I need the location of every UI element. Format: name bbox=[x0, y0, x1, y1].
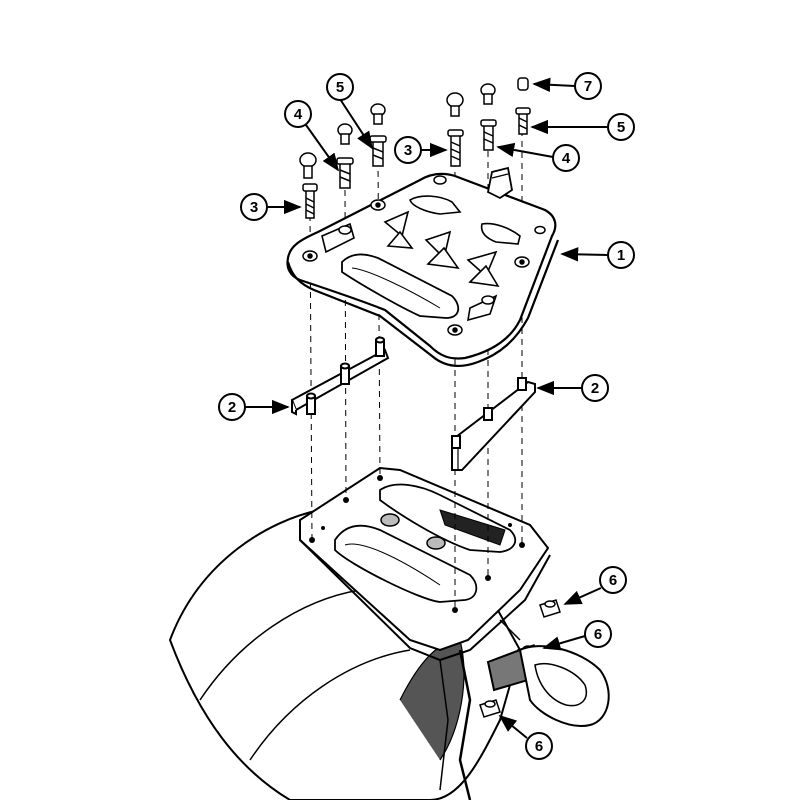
bolt-left bbox=[369, 103, 387, 167]
callout-3-center: 3 bbox=[394, 136, 448, 164]
callout-label: 4 bbox=[294, 106, 303, 123]
callout-4-right: 4 bbox=[496, 142, 580, 172]
long-bolt-center bbox=[446, 92, 464, 167]
callout-1: 1 bbox=[560, 241, 635, 269]
callout-5-right: 5 bbox=[530, 113, 635, 141]
bolt-with-washer-left bbox=[336, 123, 354, 189]
top-plate-holes bbox=[302, 175, 546, 336]
callout-label: 6 bbox=[609, 572, 617, 589]
callout-2-right: 2 bbox=[536, 374, 609, 402]
callout-label: 1 bbox=[617, 247, 625, 264]
assembly-guide-lines bbox=[309, 130, 523, 610]
long-bolt-left bbox=[302, 183, 318, 219]
turn-signal-light bbox=[486, 645, 610, 727]
bolt-with-washer-right bbox=[480, 83, 497, 151]
callout-label: 2 bbox=[591, 380, 599, 397]
callout-label: 5 bbox=[617, 119, 625, 136]
top-rack-plate bbox=[286, 166, 560, 368]
nut-lower bbox=[479, 699, 501, 718]
callout-4-left: 4 bbox=[284, 100, 340, 172]
callout-label: 2 bbox=[228, 399, 236, 416]
callout-label: 6 bbox=[594, 626, 602, 643]
callout-label: 5 bbox=[336, 79, 344, 96]
callout-6-lower: 6 bbox=[498, 714, 553, 760]
callout-5-left: 5 bbox=[326, 73, 373, 150]
callout-7: 7 bbox=[532, 72, 602, 100]
callout-label: 4 bbox=[562, 150, 571, 167]
fasteners bbox=[299, 77, 531, 219]
callout-label: 3 bbox=[250, 199, 258, 216]
callout-6-middle: 6 bbox=[542, 620, 612, 651]
callout-3-left: 3 bbox=[240, 193, 302, 221]
callout-label: 6 bbox=[535, 738, 543, 755]
lower-mounting-plate bbox=[299, 466, 551, 800]
callout-label: 7 bbox=[584, 78, 592, 95]
callout-2-left: 2 bbox=[218, 393, 290, 421]
bolt-right bbox=[515, 77, 531, 135]
callout-label: 3 bbox=[404, 142, 412, 159]
knob-screw-left bbox=[299, 152, 317, 179]
nut-upper bbox=[539, 599, 561, 618]
spacer-bar-right bbox=[451, 377, 536, 471]
callout-6-upper: 6 bbox=[563, 566, 627, 605]
spacer-bar-left bbox=[290, 336, 390, 416]
